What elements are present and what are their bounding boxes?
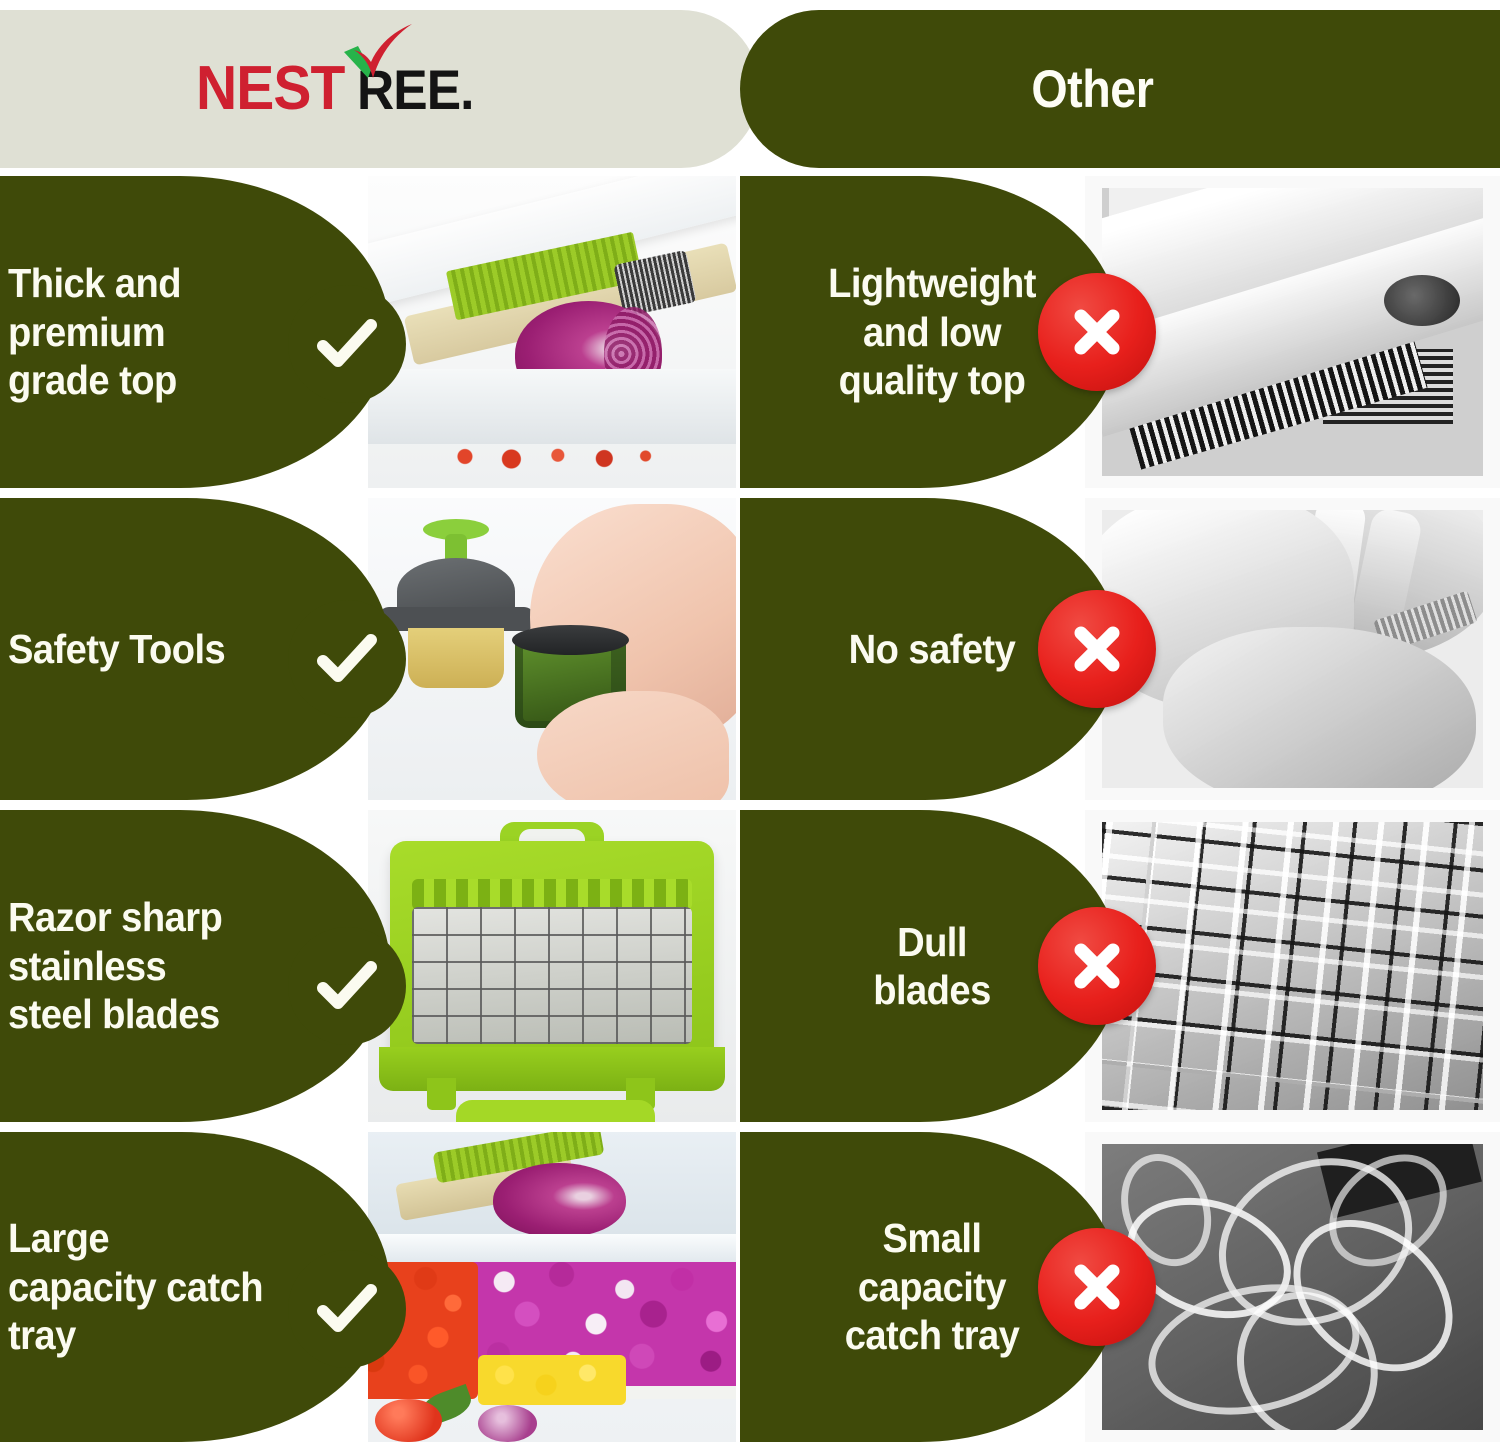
check-icon <box>288 927 406 1045</box>
other-header-title: Other <box>1030 59 1154 119</box>
competitor-photo-spiral-noodles <box>1085 1132 1500 1442</box>
other-header-pill: Other <box>740 10 1500 168</box>
row-right-cell: Lightweight and low quality top <box>740 176 1500 488</box>
row-right-cell: Small capacity catch tray <box>740 1132 1500 1442</box>
competitor-label-blob: Small capacity catch tray <box>740 1132 1120 1442</box>
comparison-row: Large capacity catch tray <box>0 1132 1500 1442</box>
header: NEST REE. Other <box>0 0 1500 172</box>
competitor-label-text: Dull blades <box>873 918 991 1013</box>
brand-header-pill: NEST REE. <box>0 10 760 168</box>
row-left-cell: Razor sharp stainless steel blades <box>0 810 740 1122</box>
product-photo-chopper <box>368 176 736 488</box>
row-left-cell: Thick and premium grade top <box>0 176 740 488</box>
row-right-cell: No safety <box>740 498 1500 800</box>
product-photo-catch-tray <box>368 1132 736 1442</box>
cross-icon <box>1038 273 1156 391</box>
row-left-cell: Safety Tools <box>0 498 740 800</box>
nestree-logo: NEST REE. <box>195 24 484 123</box>
feature-label-text: Large capacity catch tray <box>8 1215 264 1359</box>
product-photo-blade-cassette <box>368 810 736 1122</box>
competitor-label-text: Lightweight and low quality top <box>828 260 1036 404</box>
competitor-label-text: No safety <box>848 625 1016 672</box>
cross-icon <box>1038 1228 1156 1346</box>
feature-label-text: Safety Tools <box>8 625 226 672</box>
feature-label-text: Razor sharp stainless steel blades <box>8 894 223 1038</box>
cross-icon <box>1038 907 1156 1025</box>
comparison-grid: Thick and premium grade top <box>0 172 1500 1442</box>
product-photo-safety-holder <box>368 498 736 800</box>
row-right-cell: Dull blades <box>740 810 1500 1122</box>
competitor-photo-dull-blades <box>1085 810 1500 1122</box>
check-icon <box>288 600 406 718</box>
cross-icon <box>1038 590 1156 708</box>
feature-label-blob: Razor sharp stainless steel blades <box>0 810 390 1122</box>
row-left-cell: Large capacity catch tray <box>0 1132 740 1442</box>
feature-label-text: Thick and premium grade top <box>8 260 182 404</box>
comparison-row: Thick and premium grade top <box>0 176 1500 488</box>
logo-text-nest: NEST <box>195 54 345 123</box>
comparison-row: Safety Tools <box>0 498 1500 800</box>
logo-text-ree: REE. <box>357 58 474 121</box>
competitor-label-text: Small capacity catch tray <box>844 1215 1020 1359</box>
comparison-row: Razor sharp stainless steel blades <box>0 810 1500 1122</box>
check-icon <box>288 285 406 403</box>
check-icon <box>288 1250 406 1368</box>
